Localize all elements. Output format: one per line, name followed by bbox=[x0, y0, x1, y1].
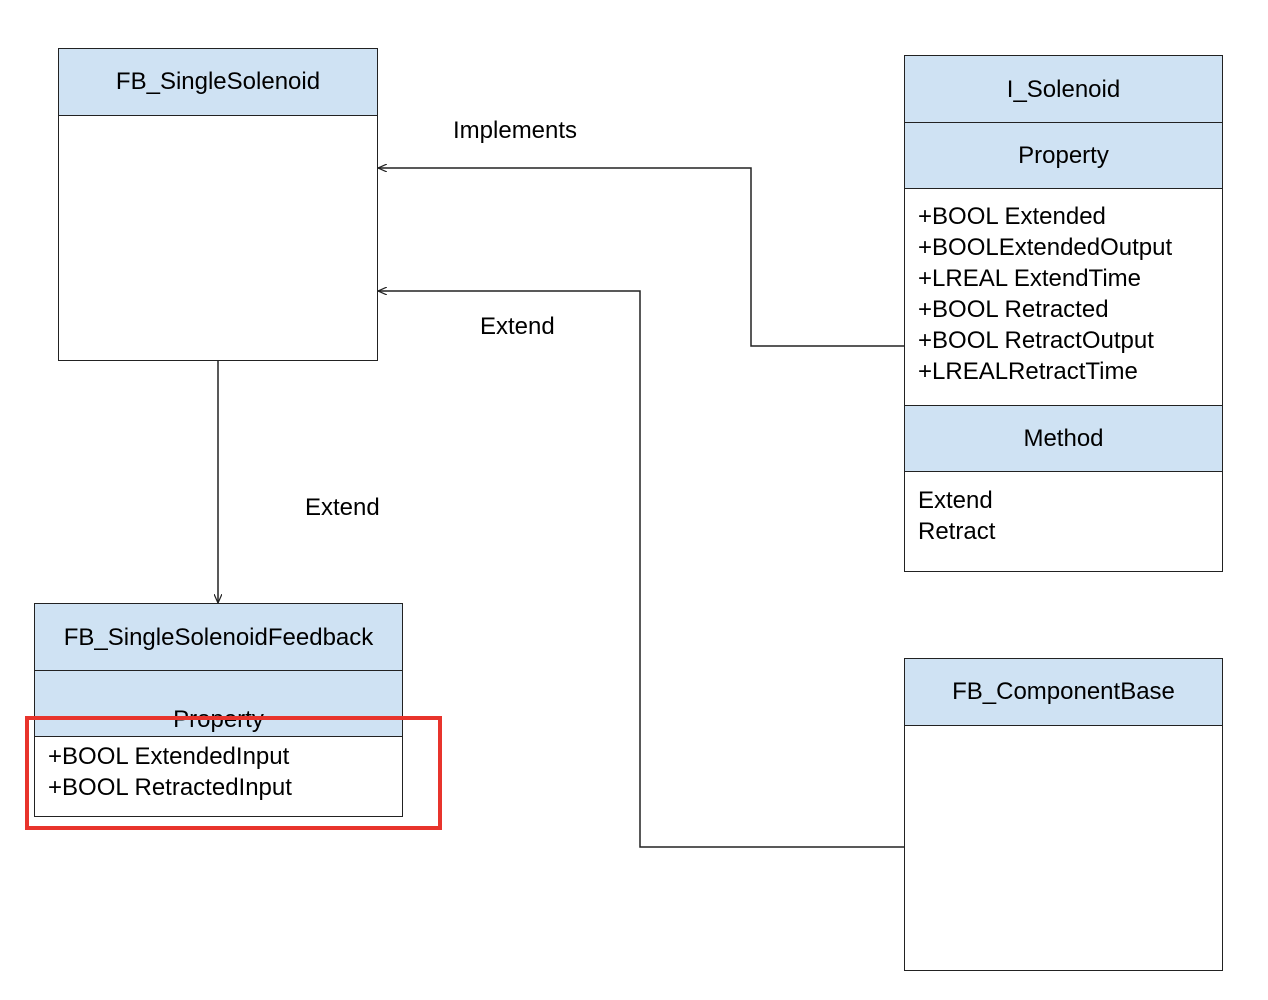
property-item: +BOOLExtendedOutput bbox=[918, 234, 1173, 261]
fb-single-solenoid-title: FB_SingleSolenoid bbox=[59, 49, 377, 116]
extend-base-connector bbox=[378, 291, 904, 848]
fb-component-base-title: FB_ComponentBase bbox=[905, 659, 1222, 726]
i-solenoid-property-header: Property bbox=[905, 122, 1222, 189]
i-solenoid-class: I_Solenoid Property +BOOL Extended +BOOL… bbox=[904, 55, 1223, 572]
implements-label: Implements bbox=[453, 117, 578, 144]
method-item: Extend bbox=[918, 487, 993, 514]
i-solenoid-method-list: Extend Retract bbox=[905, 485, 1222, 547]
property-item: +BOOL RetractOutput bbox=[918, 327, 1154, 354]
fb-component-base-class: FB_ComponentBase bbox=[904, 658, 1223, 971]
highlight-box bbox=[25, 716, 442, 830]
method-item: Retract bbox=[918, 518, 996, 545]
property-item: +LREAL ExtendTime bbox=[918, 265, 1141, 292]
property-item: +BOOL Extended bbox=[918, 203, 1106, 230]
property-item: +BOOL RetractedInput bbox=[48, 774, 292, 801]
fb-single-solenoid-feedback-class: FB_SingleSolenoidFeedback Property +BOOL… bbox=[34, 603, 403, 817]
i-solenoid-title: I_Solenoid bbox=[905, 56, 1222, 123]
property-item: +BOOL ExtendedInput bbox=[48, 743, 290, 770]
extend-feedback-label: Extend bbox=[305, 494, 380, 521]
property-item: +LREALRetractTime bbox=[918, 358, 1138, 385]
i-solenoid-property-list: +BOOL Extended +BOOLExtendedOutput +LREA… bbox=[905, 201, 1222, 387]
property-item: +BOOL Retracted bbox=[918, 296, 1109, 323]
i-solenoid-method-header: Method bbox=[905, 405, 1222, 472]
fb-single-solenoid-feedback-property-list: +BOOL ExtendedInput +BOOL RetractedInput bbox=[35, 741, 402, 803]
implements-connector bbox=[378, 168, 904, 347]
fb-single-solenoid-feedback-title: FB_SingleSolenoidFeedback bbox=[35, 604, 402, 671]
extend-base-label: Extend bbox=[480, 313, 555, 340]
fb-single-solenoid-class: FB_SingleSolenoid bbox=[58, 48, 378, 361]
